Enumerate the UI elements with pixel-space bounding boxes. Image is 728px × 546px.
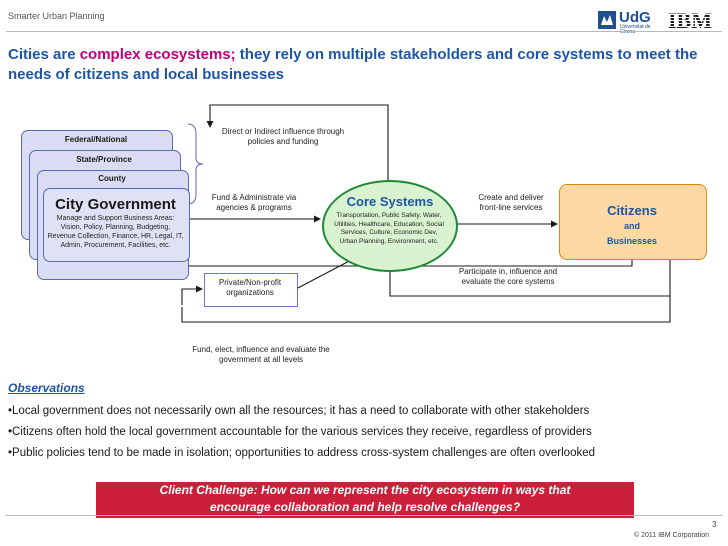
private-to-core-arrow (295, 257, 356, 290)
influence-brace (187, 123, 204, 205)
county-label: County (98, 174, 126, 183)
title-part-2: they rely on multiple stakeholders and c… (8, 46, 698, 83)
core-systems-description: Transportation, Public Safety, Water, Ut… (334, 212, 444, 245)
udg-emblem-icon (598, 11, 616, 29)
observation-item: •Public policies tend to be made in isol… (8, 447, 596, 459)
citizens-and: and (623, 221, 640, 231)
title-emphasis: complex ecosystems; (79, 46, 236, 63)
udg-name: UdG (619, 9, 651, 26)
page-number: 3 (712, 520, 717, 529)
page-title: Cities are complex ecosystems; they rely… (8, 45, 720, 85)
challenge-line-1: Client Challenge: How can we represent t… (159, 483, 571, 497)
observation-item: •Local government does not necessarily o… (8, 405, 590, 417)
ibm-logo-text: IBM (668, 9, 712, 31)
challenge-line-2: encourage collaboration and help resolve… (209, 500, 521, 514)
state-label: State/Province (76, 155, 132, 164)
udg-logo: UdG Universitat de Girona (597, 8, 653, 36)
private-organizations-label: Private/Non-profit organizations (218, 278, 282, 297)
city-government-title: City Government (55, 196, 176, 213)
udg-subtitle: Universitat de Girona (620, 24, 651, 35)
copyright: © 2011 IBM Corporation (634, 532, 710, 539)
core-systems-node (322, 180, 458, 272)
header-label: Smarter Urban Planning (8, 11, 105, 21)
core-systems-title: Core Systems (346, 194, 434, 209)
ibm-logo: IBM (668, 9, 712, 31)
private-organizations-node (204, 273, 298, 307)
gov-to-private-arrow (181, 285, 203, 305)
influence-label: Direct or Indirect influence through pol… (221, 127, 345, 146)
citizens-title: Citizens (607, 203, 657, 218)
citizens-to-government-arrow (181, 258, 671, 323)
title-part-1: Cities are (8, 46, 80, 63)
client-challenge-banner: Client Challenge: How can we represent t… (96, 482, 634, 518)
observation-item: •Citizens often hold the local governmen… (8, 426, 592, 438)
influence-arrow (206, 104, 389, 180)
deliver-services-label: Create and deliver front-line services (478, 193, 544, 212)
footer-divider (6, 515, 722, 516)
header-divider (6, 31, 722, 32)
city-government-description: Manage and Support Business Areas: Visio… (47, 215, 184, 249)
fund-elect-label: Fund, elect, influence and evaluate the … (192, 345, 330, 364)
observations-title: Observations (8, 381, 85, 395)
citizens-subtitle: Businesses (606, 236, 658, 246)
citizens-node (559, 184, 707, 260)
federal-label: Federal/National (64, 135, 128, 144)
fund-administrate-label: Fund & Administrate via agencies & progr… (211, 193, 297, 212)
participate-label: Participate in, influence and evaluate t… (458, 267, 558, 286)
core-to-bottom-loop (389, 268, 670, 297)
city-government-card (43, 188, 190, 262)
